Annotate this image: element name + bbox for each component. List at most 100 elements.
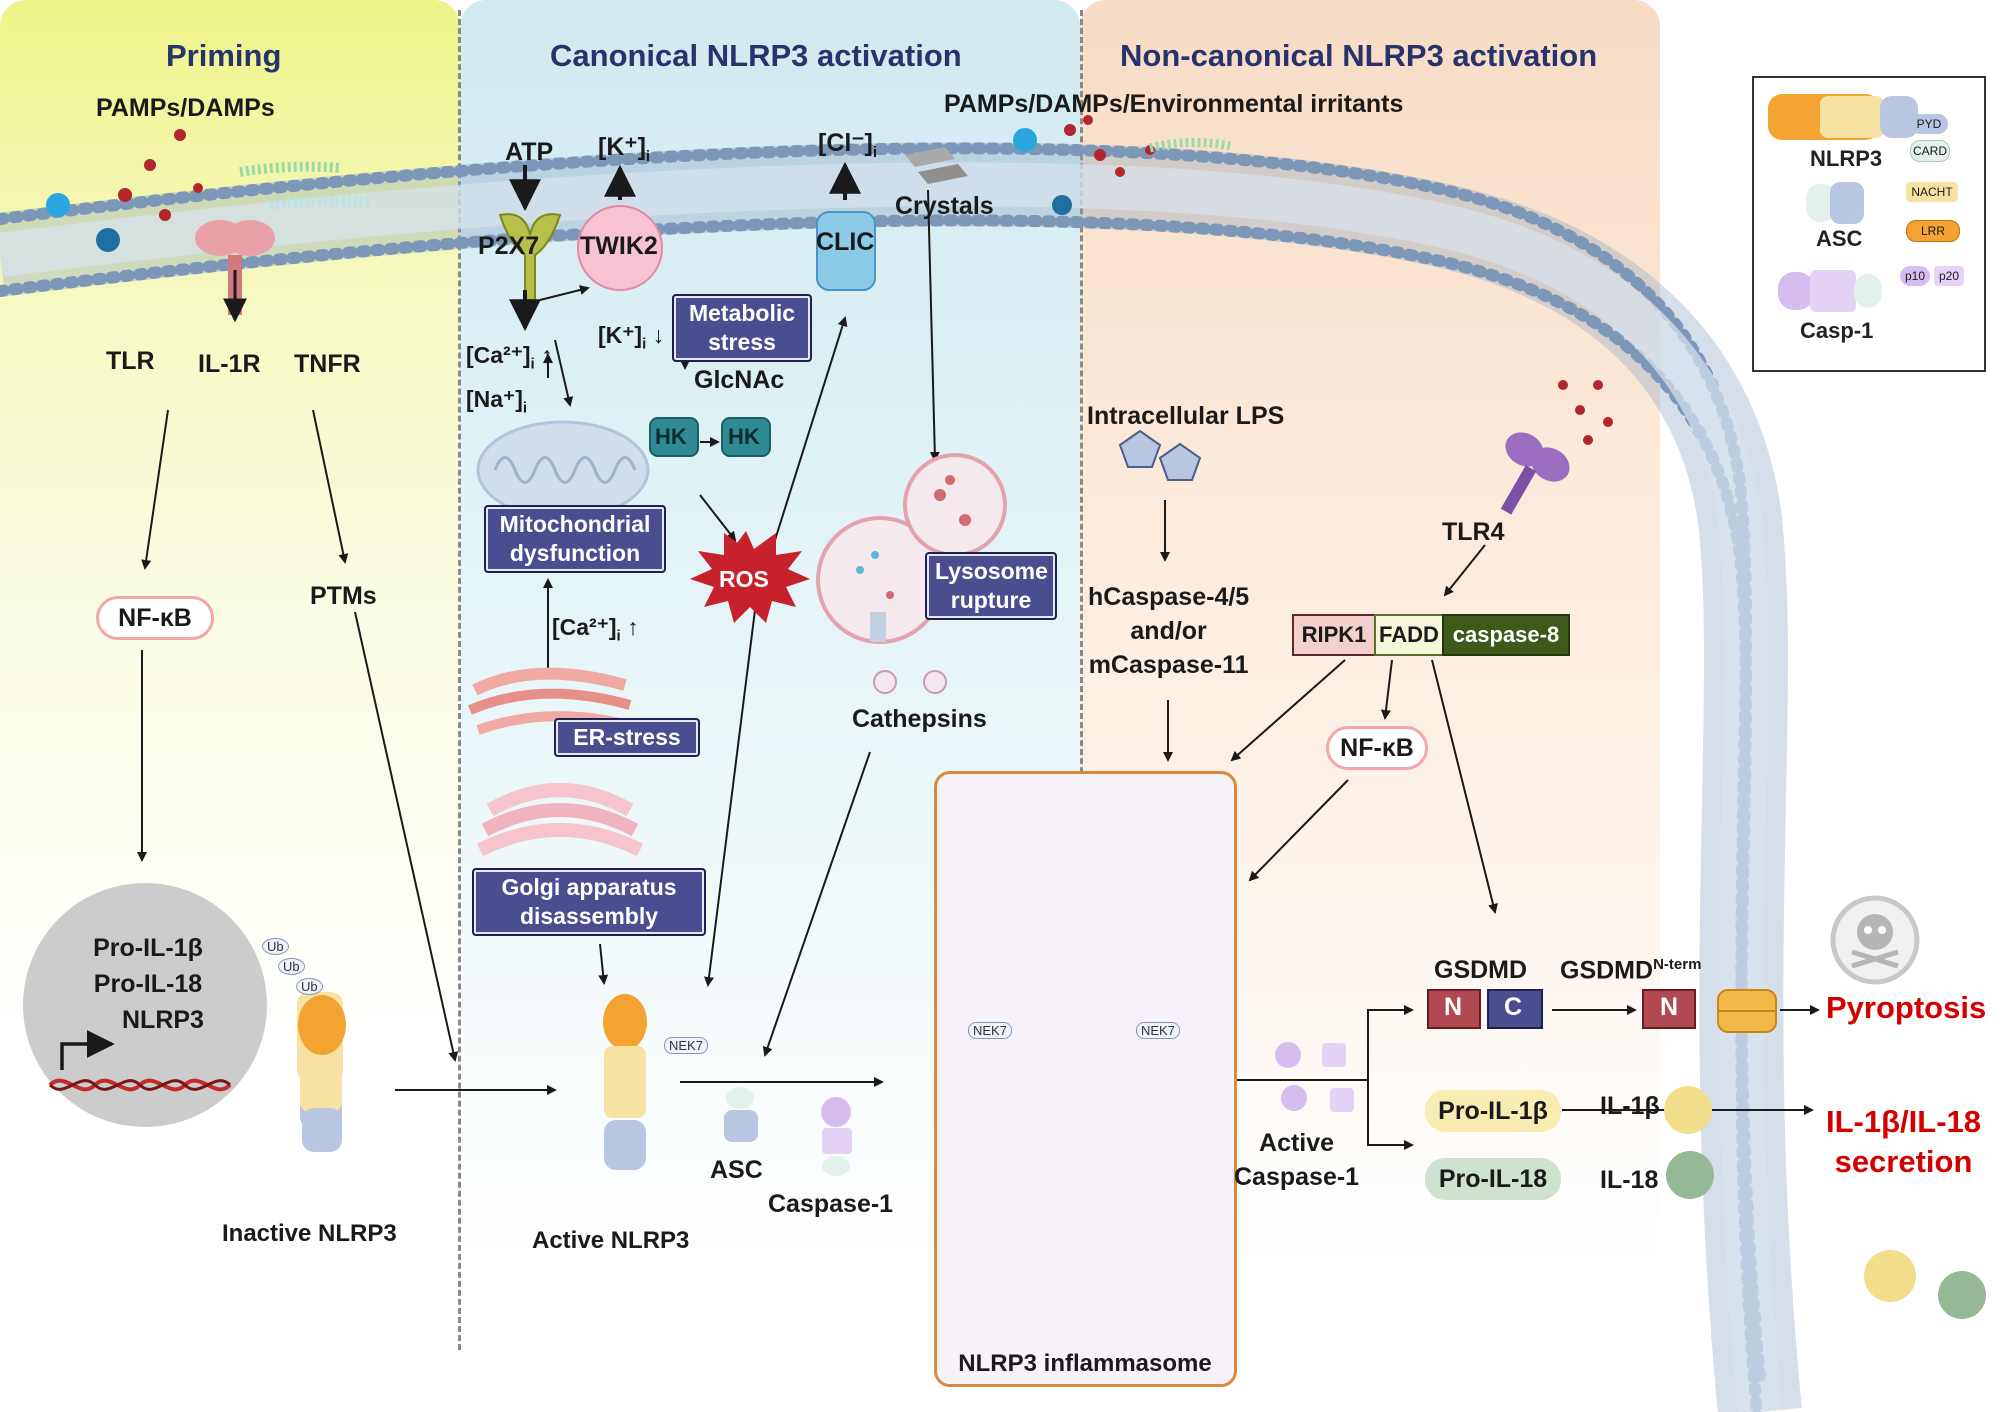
inflammasome-box [934, 771, 1237, 1387]
lysosome [816, 453, 1007, 644]
gsdmd-label: GSDMD [1434, 956, 1528, 984]
clic-label: CLIC [816, 228, 875, 256]
priming-stimuli: PAMPs/DAMPs [96, 94, 275, 122]
nek7-active: NEK7 [664, 1037, 708, 1054]
nfkb-noncanonical: NF-κB [1326, 726, 1428, 770]
inactive-nlrp3-label: Inactive NLRP3 [222, 1220, 397, 1247]
p2x7-channel [498, 213, 562, 301]
lps-pentagons [1118, 429, 1202, 481]
gsdmd-c-label: C [1504, 993, 1523, 1021]
il18-secreted [1938, 1271, 1986, 1319]
legend-asc-pyd [1830, 182, 1864, 224]
active-nlrp3-shape [603, 994, 647, 1170]
legend-asc-label: ASC [1816, 226, 1863, 251]
hk-2 [721, 417, 771, 457]
legend-lrr: LRR [1906, 220, 1960, 242]
tlr-label: TLR [106, 347, 155, 375]
particles-tlr4 [1558, 380, 1613, 445]
nucleus [23, 883, 267, 1127]
gsdmd-nterm-n-label: N [1660, 993, 1679, 1021]
il1b-particle [1664, 1086, 1712, 1134]
nek7-left: NEK7 [968, 1022, 1012, 1039]
ca-na-in-label: [Ca²⁺]i ↑ [Na⁺]i [466, 342, 553, 417]
clic-channel [816, 211, 876, 291]
asc-label: ASC [710, 1156, 763, 1184]
metabolic-stress-box: Metabolic stress [672, 294, 812, 362]
asc-shape [724, 1087, 758, 1142]
nek7-right: NEK7 [1136, 1022, 1180, 1039]
cathepsin-2 [923, 670, 947, 694]
title-canonical: Canonical NLRP3 activation [550, 38, 962, 73]
ripk1-box: RIPK1 [1292, 614, 1376, 656]
golgi-apparatus [476, 783, 644, 857]
hk-label-2: HK [728, 424, 760, 449]
ub-tag-2: Ub [278, 958, 305, 975]
legend: NLRP3 ASC Casp-1 PYD CARD NACHT LRR p10 … [1752, 76, 1986, 372]
gsdmd-c-box [1487, 989, 1543, 1029]
ros-burst [690, 531, 810, 623]
atp-label: ATP [505, 138, 554, 166]
filament-priming [239, 161, 371, 210]
legend-casp1-label: Casp-1 [1800, 318, 1874, 343]
legend-casp1-p20 [1778, 272, 1814, 310]
legend-casp1-p10 [1810, 270, 1856, 312]
legend-card: CARD [1910, 140, 1950, 162]
noncanonical-stimuli: PAMPs/DAMPs/Environmental irritants [944, 90, 1404, 118]
il1b-label: IL-1β [1600, 1092, 1660, 1120]
title-priming: Priming [166, 38, 282, 73]
caspase1-label: Caspase-1 [768, 1190, 894, 1218]
lysosome-rupture-box: Lysosome rupture [925, 552, 1057, 620]
legend-nlrp3-nacht [1820, 96, 1884, 138]
pro-il1b-box: Pro-IL-1β [1425, 1090, 1561, 1132]
tlr4-label: TLR4 [1442, 518, 1505, 546]
twik2-label: TWIK2 [580, 232, 658, 260]
legend-pyd: PYD [1910, 114, 1948, 134]
er-stress-box: ER-stress [554, 718, 700, 757]
cathepsins-label: Cathepsins [852, 705, 987, 733]
crystals-label: Crystals [895, 192, 994, 220]
il1b-secreted [1864, 1250, 1916, 1302]
mitochondrion [476, 420, 650, 520]
legend-casp1-card [1854, 274, 1882, 308]
ub-tag-3: Ub [296, 978, 323, 995]
mito-dysfunction-box: Mitochondrial dysfunction [484, 505, 666, 573]
nfkb-priming: NF-κB [96, 596, 214, 640]
hk-label-1: HK [655, 424, 687, 449]
gene-nlrp3: NLRP3 [122, 1006, 204, 1034]
tnfr-label: TNFR [294, 350, 361, 378]
cathepsin-1 [873, 670, 897, 694]
caspase-4-5-11-label: hCaspase-4/5 and/or mCaspase-11 [1088, 583, 1250, 679]
legend-nacht: NACHT [1906, 182, 1958, 202]
il1r-receptor [195, 220, 275, 323]
il18-label: IL-18 [1600, 1166, 1659, 1194]
gsdmd-nterm-box [1642, 989, 1696, 1029]
title-noncanonical: Non-canonical NLRP3 activation [1120, 38, 1598, 73]
legend-p20: p20 [1934, 266, 1964, 286]
p2x7-label: P2X7 [478, 232, 540, 260]
il1r-label: IL-1R [198, 350, 261, 378]
active-caspase1-label: Active Caspase-1 [1234, 1129, 1360, 1191]
glcnac-label: GlcNAc [694, 366, 785, 394]
secretion-label: IL-1β/IL-18 secretion [1826, 1104, 1981, 1179]
gene-pro-il1b: Pro-IL-1β [93, 934, 203, 962]
active-nlrp3-label: Active NLRP3 [532, 1227, 690, 1254]
k-in-label: [K⁺]i ↓ [598, 322, 665, 353]
pathogen-particles-priming [46, 129, 203, 252]
gsdmd-n-label: N [1444, 993, 1463, 1021]
ptms-label: PTMs [310, 582, 377, 610]
ub-tag-1: Ub [262, 938, 289, 955]
gsdmd-nterm-label: GSDMDN-term [1560, 956, 1702, 985]
crystals-shape [905, 147, 968, 184]
il18-particle [1666, 1151, 1714, 1199]
k-out-label: [K⁺]i [598, 133, 651, 165]
cl-out-label: [Cl⁻]i [818, 129, 878, 161]
legend-nlrp3-label: NLRP3 [1810, 146, 1883, 171]
divider-left [458, 10, 461, 1350]
gsdmd-n-box [1427, 989, 1481, 1029]
caspase1-shape [821, 1097, 852, 1176]
inflammasome-label: NLRP3 inflammasome [958, 1350, 1212, 1377]
pathogen-particles-noncanonical [1013, 115, 1231, 215]
nucleus-genes: Pro-IL-1β Pro-IL-18 NLRP3 [92, 930, 204, 1038]
skull-icon [1830, 895, 1920, 985]
intracellular-lps-label: Intracellular LPS [1087, 402, 1285, 430]
